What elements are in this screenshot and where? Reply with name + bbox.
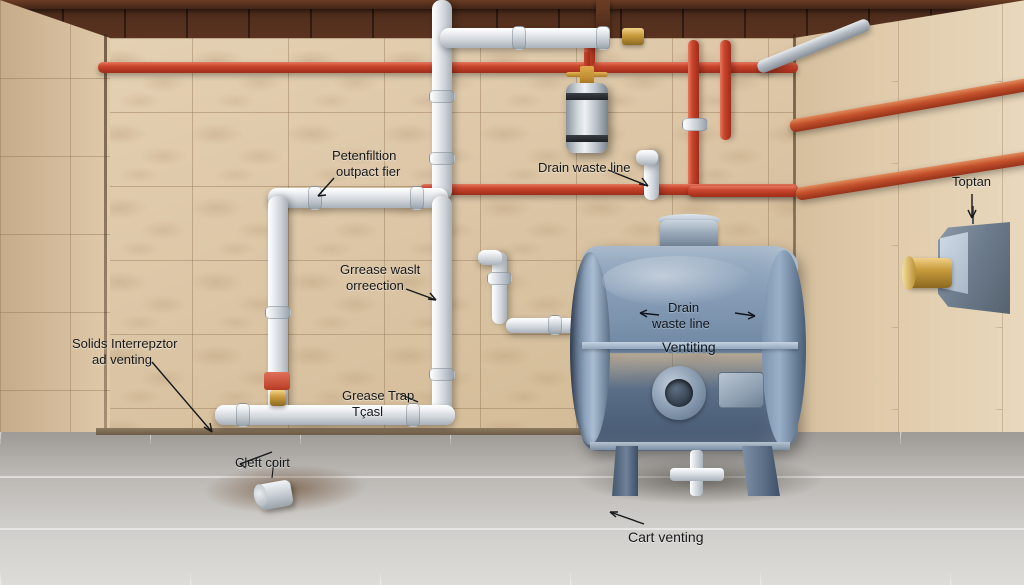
copper-pipe-horizontal-branch [688,186,798,197]
tank-leg-left [612,446,638,496]
pvc-coupling-upper-2 [429,152,455,165]
panel-hanger [972,206,974,224]
left-wall-tiles [0,0,110,498]
pvc-coupling-middle [308,186,322,210]
copper-coupling [682,118,708,131]
pvc-stack-main-lower [432,196,452,416]
tank-drain-cross [670,468,724,481]
label-tank-drain-line2: waste line [652,316,710,331]
brass-fitting-top [622,28,644,45]
ceiling-beam-front [0,0,1024,9]
tank-nameplate [718,372,764,408]
left-wall [0,0,110,498]
baseboard [96,428,796,435]
wall-corner-right [793,34,796,442]
copper-pipe-vertical-right [688,40,699,190]
pvc-coupling-top-2 [596,26,610,50]
label-drain-waste-line-wall: Drain waste line [538,160,631,175]
main-interceptor-tank [566,214,812,496]
floor-tiles [0,432,1024,585]
red-collar-fitting [264,372,290,390]
label-potable-filter-line2: outpact fier [336,164,401,179]
expansion-tank-stem [584,52,590,74]
label-cart-venting: Cart venting [628,529,704,545]
pvc-coupling-downcomer [265,306,291,319]
floor [0,432,1024,585]
expansion-tank-hanger [580,66,594,86]
panel-valve-cap [902,256,916,290]
pvc-coupling-tee [410,186,424,210]
tank-seam [582,342,798,349]
pvc-vent-riser [492,252,507,324]
pvc-coupling-top [512,26,526,50]
label-cleanout: Cleft coirt [235,455,290,470]
expansion-tank-band-bottom [566,135,608,142]
label-potable-filter-line1: Petenfiltion [332,148,397,163]
label-grease-trap-line2: Tçasl [352,404,384,419]
label-tank-drain-line1: Drain [668,300,700,315]
tank-base-rail [590,442,790,450]
label-grease-waste-line1: Grrease waslt [340,262,421,277]
floor-grout-line-1 [0,476,1024,478]
label-solids-interceptor-line1: Solids Interrepztor [72,336,178,351]
copper-pipe-vertical-riser [720,40,731,140]
floor-grout-line-2 [0,528,1024,530]
pvc-coupling-upper [429,90,455,103]
pvc-pipe-bottom-horizontal [215,405,455,425]
pvc-vent-coupling [487,272,512,285]
tank-port-opening [665,379,693,407]
pvc-coupling-bottom [236,403,250,427]
tank-highlight [602,256,752,306]
label-grease-trap-line1: Grease Trap [342,388,415,403]
expansion-tank [566,83,608,153]
brass-fitting-bottom [270,390,286,406]
pvc-coupling-bottom-2 [406,403,420,427]
label-tank-venting: Ventiting [662,339,716,355]
expansion-tank-band-top [566,93,608,100]
pvc-vent-arm [478,250,502,265]
copper-pipe-horizontal-mid [420,184,798,195]
label-top-tank: Toptan [952,174,992,189]
pvc-pipe-stub-elbow [636,150,658,165]
label-solids-interceptor-line2: ad venting [92,352,152,367]
pvc-coupling-lower [429,368,455,381]
label-grease-waste-line2: orreection [346,278,404,293]
tank-vent-neck [660,220,718,250]
wall-corner-left [104,34,107,442]
pvc-vent-tank-coupling [548,315,562,335]
